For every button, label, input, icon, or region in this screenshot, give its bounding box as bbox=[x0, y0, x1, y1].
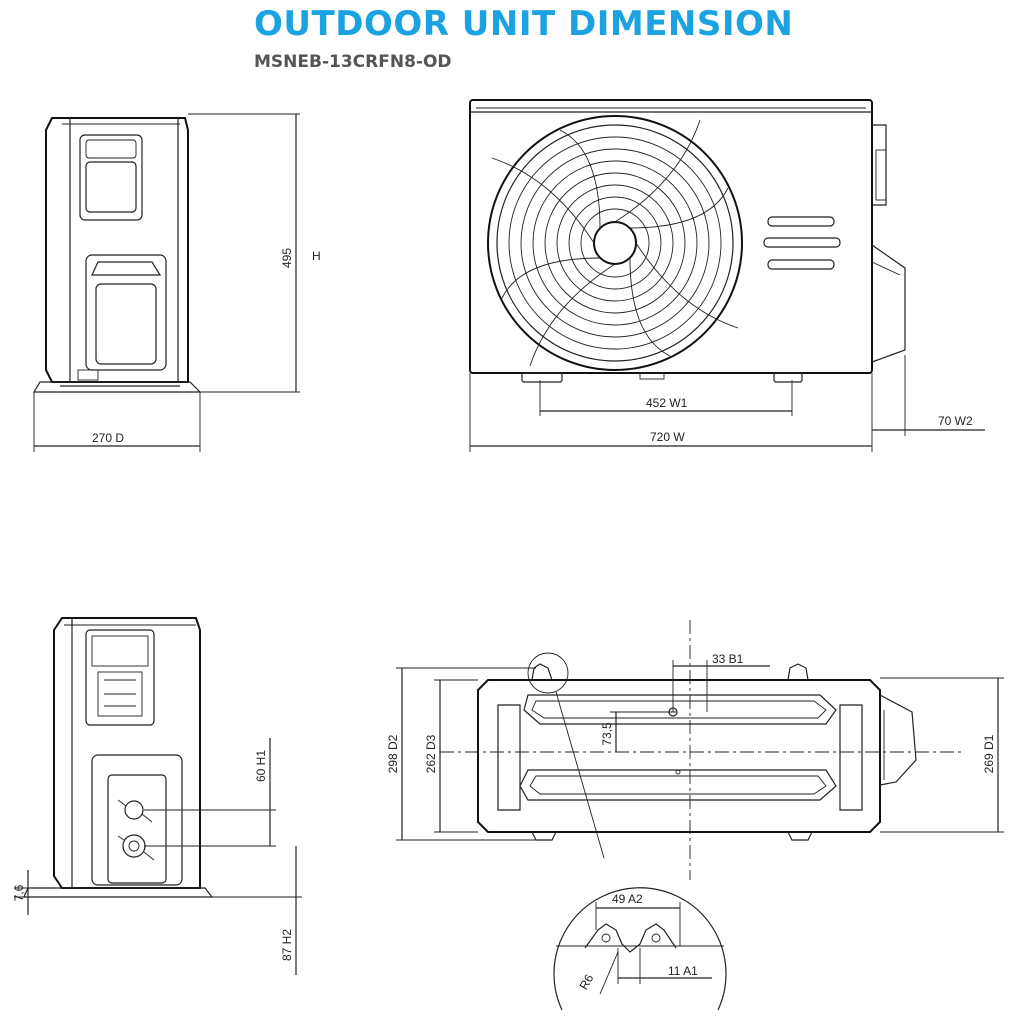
h-small-label: 7,6 bbox=[12, 884, 26, 901]
rear-side-view bbox=[14, 617, 302, 975]
h1-label: 60 H1 bbox=[254, 750, 268, 782]
h2-label: 87 H2 bbox=[280, 929, 294, 961]
height-code-label: H bbox=[312, 249, 321, 263]
radius-label: R6 bbox=[577, 972, 597, 993]
w2-label: 70 W2 bbox=[938, 414, 973, 428]
height-value-label: 495 bbox=[280, 248, 294, 268]
width-label: 720 W bbox=[650, 430, 685, 444]
d1-label: 269 D1 bbox=[982, 734, 996, 773]
page-title: OUTDOOR UNIT DIMENSION bbox=[254, 4, 794, 44]
model-number: MSNEB-13CRFN8-OD bbox=[254, 52, 452, 72]
side-view bbox=[32, 113, 300, 452]
a1-label: 11 A1 bbox=[668, 964, 698, 978]
d2-label: 298 D2 bbox=[386, 734, 400, 773]
b-small-label: 73,5 bbox=[600, 722, 614, 746]
w1-label: 452 W1 bbox=[646, 396, 688, 410]
bottom-view bbox=[396, 620, 1004, 880]
foot-detail-view bbox=[553, 887, 727, 1011]
a2-label: 49 A2 bbox=[612, 892, 643, 906]
d3-label: 262 D3 bbox=[424, 734, 438, 773]
front-view bbox=[469, 99, 985, 452]
depth-label: 270 D bbox=[92, 431, 124, 445]
b1-label: 33 B1 bbox=[712, 652, 744, 666]
